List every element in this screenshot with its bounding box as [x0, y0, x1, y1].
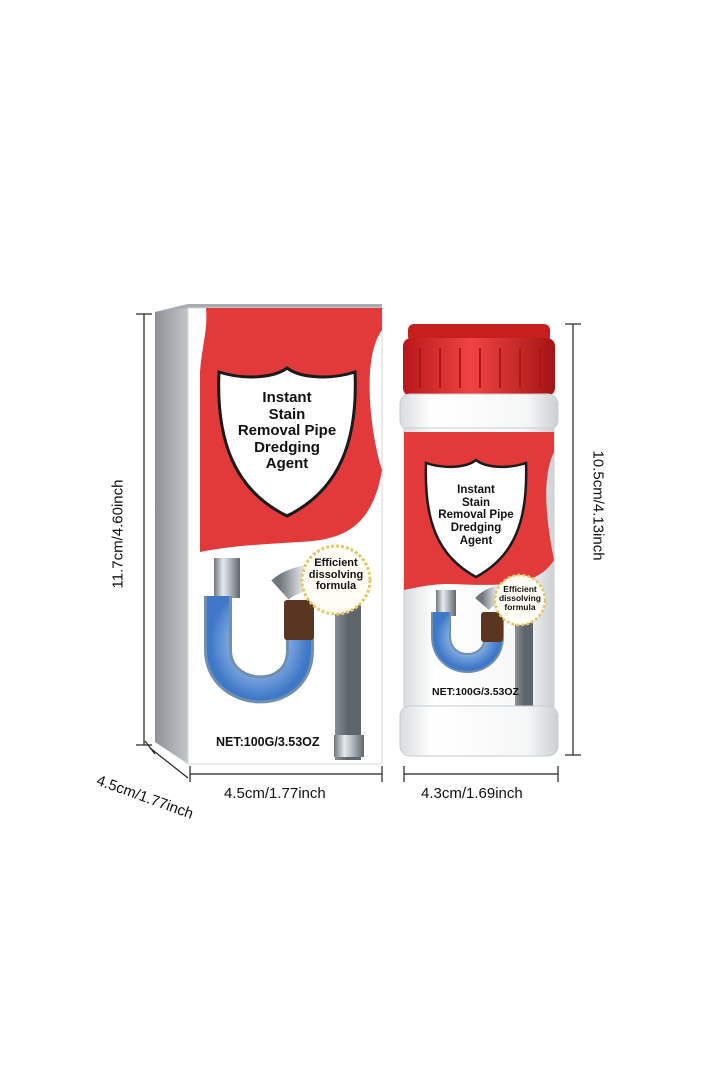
box-shield-line: Dredging	[254, 438, 320, 456]
product-bottle	[399, 324, 559, 757]
box-badge-line: dissolving	[308, 568, 364, 581]
product-box	[155, 304, 383, 765]
box-shield-line: Stain	[268, 405, 306, 423]
box-shield-line: Agent	[265, 455, 309, 472]
bottle-width-dimension	[403, 766, 559, 782]
bottle-shield-line: Instant	[457, 484, 495, 496]
bottle-badge-text: Efficient dissolving formula	[497, 585, 543, 612]
bottle-shield-line: Dredging	[450, 521, 502, 534]
bottle-shield-line: Removal Pipe	[438, 509, 514, 522]
bottle-width-label: 4.3cm/1.69inch	[421, 785, 523, 802]
box-depth-dimension	[144, 740, 189, 779]
box-side-panel	[155, 304, 188, 764]
bottle-badge-line: Efficient	[503, 584, 537, 594]
bottle-height-dimension	[565, 323, 581, 756]
bottle-shield-line: Agent	[459, 534, 493, 547]
bottle-badge-line: dissolving	[498, 592, 542, 603]
box-shield-title: Instant Stain Removal Pipe Dredging Agen…	[224, 389, 350, 473]
box-badge-icon	[300, 544, 372, 616]
box-shield-line: Removal Pipe	[237, 422, 337, 439]
box-height-dimension	[136, 313, 152, 746]
bottle-badge-icon	[493, 573, 547, 627]
box-height-label: 11.7cm/4.60inch	[109, 479, 127, 589]
bottle-height-label: 10.5cm/4.13inch	[589, 450, 607, 561]
box-width-label: 4.5cm/1.77inch	[224, 785, 326, 802]
bottle-base	[399, 705, 559, 757]
bottle-shield-title: Instant Stain Removal Pipe Dredging Agen…	[430, 484, 522, 547]
box-shield-line: Instant	[262, 389, 312, 406]
box-badge-line: formula	[315, 580, 357, 593]
bottle-shield-line: Stain	[461, 496, 491, 509]
bottle-net-weight: NET:100G/3.53OZ	[432, 686, 519, 698]
bottle-shield-icon	[424, 458, 528, 579]
box-badge-text: Efficient dissolving formula	[304, 557, 368, 593]
box-width-dimension	[189, 766, 383, 782]
box-badge-line: Efficient	[314, 557, 358, 569]
bottle-badge-line: formula	[504, 601, 536, 612]
box-net-weight: NET:100G/3.53OZ	[216, 735, 320, 749]
box-shield-icon	[217, 366, 357, 518]
